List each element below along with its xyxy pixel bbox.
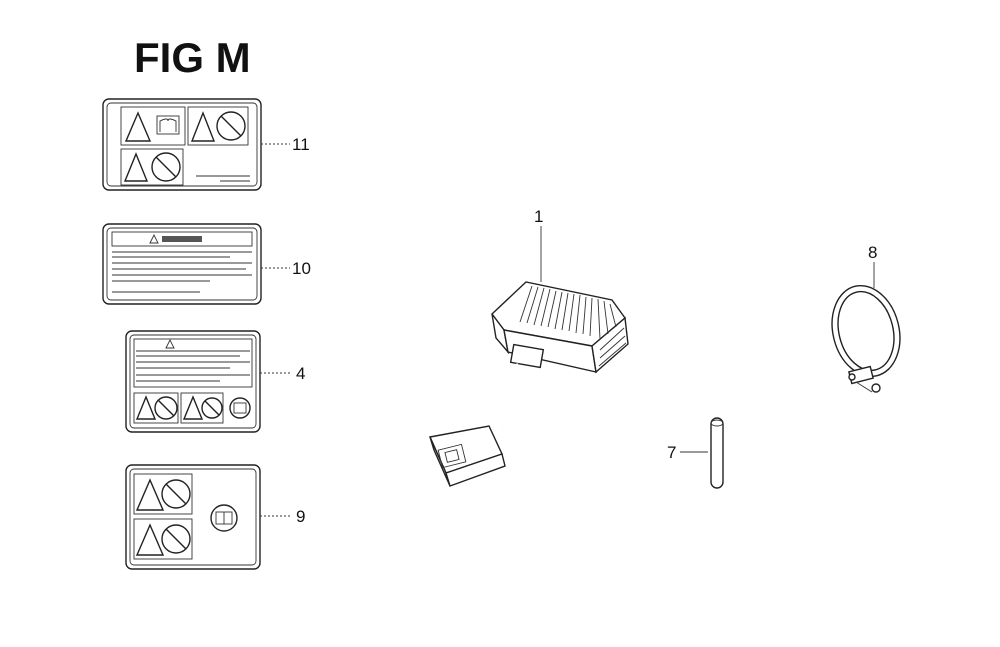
callout-10: 10	[292, 259, 311, 278]
warning-triangle-icon	[135, 478, 165, 511]
callout-1: 1	[534, 207, 543, 226]
prohibition-icon	[161, 524, 191, 554]
warning-triangle-icon	[123, 152, 149, 182]
figure-title: FIG M	[134, 34, 251, 81]
label-part-11	[102, 98, 290, 191]
manual-book-icon	[156, 115, 180, 135]
warning-triangle-icon	[135, 395, 157, 420]
callout-11: 11	[292, 135, 310, 154]
warning-triangle-icon	[190, 111, 216, 142]
prohibition-icon	[216, 111, 246, 141]
dowel-pin	[680, 417, 724, 489]
prohibition-icon	[154, 396, 178, 420]
clamp-band	[831, 262, 901, 393]
callout-4: 4	[296, 364, 305, 383]
warning-triangle-icon	[124, 111, 152, 142]
callout-9: 9	[296, 507, 305, 526]
prohibition-icon	[161, 479, 191, 509]
callout-8: 8	[868, 243, 877, 262]
manual-icon	[210, 504, 238, 532]
callout-7: 7	[667, 443, 676, 462]
label-part-10	[102, 223, 290, 305]
regulator-rectifier	[429, 226, 629, 487]
manual-icon	[229, 397, 251, 419]
prohibition-icon	[201, 397, 223, 419]
warning-triangle-icon	[135, 523, 165, 556]
warning-triangle-icon	[182, 395, 204, 420]
label-part-9	[125, 464, 292, 570]
prohibition-icon	[151, 152, 181, 182]
label-part-4	[125, 330, 292, 433]
